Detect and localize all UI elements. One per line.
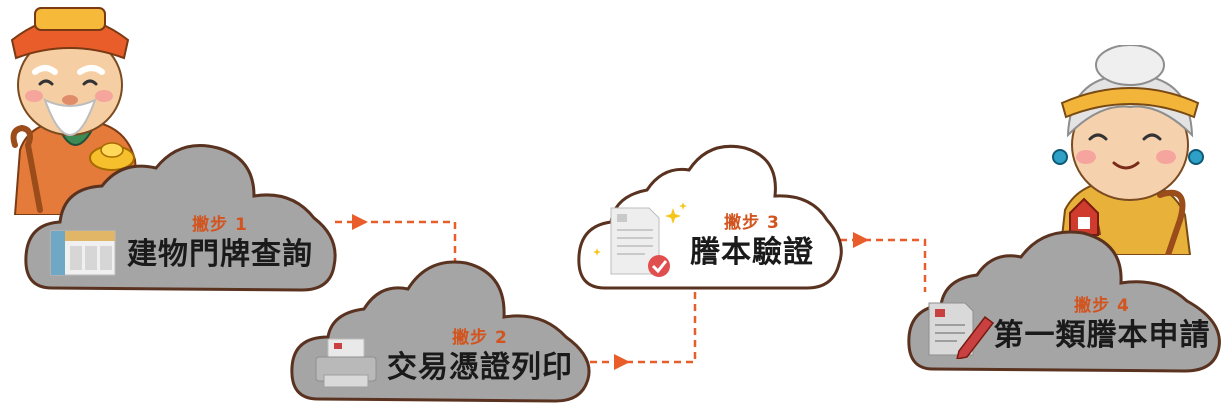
step-4-label: 撇步 4 <box>1074 296 1130 316</box>
earth-goddess-mascot <box>1052 45 1204 255</box>
step-1-title: 建物門牌查詢 <box>127 237 313 272</box>
connector-2-3 <box>590 292 697 364</box>
step-4-cloud[interactable]: 撇步 4 第一類謄本申請 <box>905 225 1230 375</box>
step-2-cloud[interactable]: 撇步 2 交易憑證列印 <box>288 255 598 405</box>
step-3-text: 撇步 3 謄本驗證 <box>667 212 837 272</box>
step-3-label: 撇步 3 <box>724 213 780 233</box>
step-2-text: 撇步 2 交易憑證列印 <box>380 327 580 387</box>
arrow-head-3 <box>853 232 869 248</box>
step-1-text: 撇步 1 建物門牌查詢 <box>120 214 320 274</box>
building-table-icon <box>50 230 116 276</box>
arrow-head-1 <box>352 214 368 230</box>
step-1-cloud[interactable]: 撇步 1 建物門牌查詢 <box>22 138 342 296</box>
step-3-title: 謄本驗證 <box>690 235 814 270</box>
connector-1-2 <box>335 220 457 262</box>
document-edit-icon <box>928 302 995 359</box>
arrow-head-2 <box>614 354 630 370</box>
step-1-label: 撇步 1 <box>192 215 248 235</box>
printer-icon <box>315 338 377 388</box>
step-3-cloud[interactable]: 撇步 3 謄本驗證 <box>575 138 845 294</box>
step-4-text: 撇步 4 第一類謄本申請 <box>987 295 1217 355</box>
step-2-title: 交易憑證列印 <box>387 350 573 385</box>
step-2-label: 撇步 2 <box>452 328 508 348</box>
document-check-icon <box>593 202 687 277</box>
step-4-title: 第一類謄本申請 <box>993 318 1211 353</box>
